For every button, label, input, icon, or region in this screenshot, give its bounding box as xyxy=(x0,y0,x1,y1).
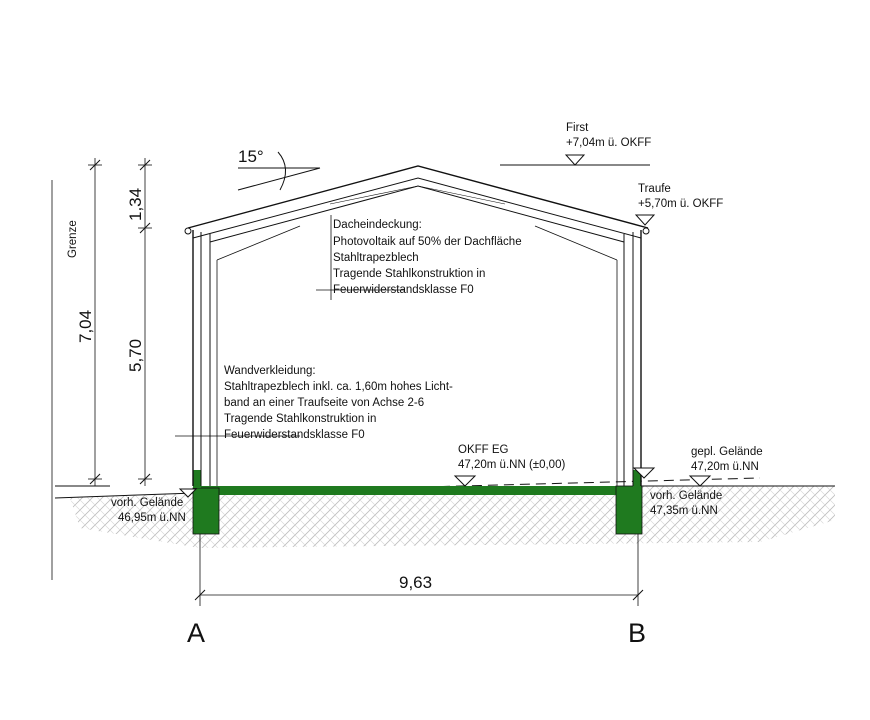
first-level-triangle xyxy=(564,154,586,166)
soil-hatch xyxy=(70,486,835,548)
roof-note: Dacheindeckung: Photovoltaik auf 50% der… xyxy=(333,219,522,296)
haunch-a xyxy=(216,225,301,261)
okff-triangle xyxy=(453,475,477,487)
column-base-a xyxy=(193,470,201,488)
existing-ground-right-value: 47,35m ü.NN xyxy=(650,505,718,517)
traufe-level-triangle xyxy=(634,214,656,226)
roof-inner xyxy=(192,177,642,239)
roof-angle-marker xyxy=(237,151,321,191)
axis-b-label: B xyxy=(628,618,646,648)
eave-height-label: 5,70 xyxy=(126,339,145,372)
traufe-level-value: +5,70m ü. OKFF xyxy=(638,198,723,210)
ridge-tie-b xyxy=(417,185,506,205)
okff-label: OKFF EG xyxy=(458,444,509,456)
first-level-value: +7,04m ü. OKFF xyxy=(566,137,651,149)
wall-note-line: band an einer Traufseite von Achse 2-6 xyxy=(224,397,424,409)
axis-a-label: A xyxy=(187,618,205,648)
planned-ground-label: gepl. Gelände xyxy=(691,446,763,458)
column-base-b xyxy=(633,470,641,488)
wall-note: Wandverkleidung: Stahltrapezblech inkl. … xyxy=(224,365,453,441)
planned-ground-dashed xyxy=(199,477,761,494)
height-dimension-chain xyxy=(51,158,152,580)
okff-value: 47,20m ü.NN (±0,00) xyxy=(458,459,565,471)
foundation-b xyxy=(615,485,643,535)
traufe-level-label: Traufe xyxy=(638,183,671,195)
roof-note-line: Stahltrapezblech xyxy=(333,252,419,264)
first-level-label: First xyxy=(566,122,589,134)
existing-ground-left-value: 46,95m ü.NN xyxy=(118,512,186,524)
roof-note-line: Tragende Stahlkonstruktion in xyxy=(333,268,485,280)
width-dimension xyxy=(194,534,644,606)
gutter-a xyxy=(184,227,192,235)
roof-height-label: 1,34 xyxy=(126,188,145,221)
total-height-label: 7,04 xyxy=(76,310,95,343)
floor-slab xyxy=(193,486,641,495)
wall-note-line: Stahltrapezblech inkl. ca. 1,60m hohes L… xyxy=(224,381,453,393)
foundation-a xyxy=(192,487,220,535)
wall-note-line: Tragende Stahlkonstruktion in xyxy=(224,413,376,425)
width-label: 9,63 xyxy=(399,573,432,592)
existing-ground-triangle-left xyxy=(178,488,198,498)
roof-note-line: Feuerwiderstandsklasse F0 xyxy=(333,284,474,296)
roof-angle-label: 15° xyxy=(238,147,264,166)
ridge-tie-a xyxy=(329,185,419,205)
roof-note-heading: Dacheindeckung: xyxy=(333,219,422,231)
planned-ground-triangle xyxy=(688,475,712,487)
haunch-b xyxy=(534,225,618,261)
existing-ground-right-label: vorh. Gelände xyxy=(650,490,722,502)
planned-ground-value: 47,20m ü.NN xyxy=(691,461,759,473)
planned-ground-triangle-b xyxy=(632,467,656,479)
wall-note-line: Feuerwiderstandsklasse F0 xyxy=(224,429,365,441)
grenze-label: Grenze xyxy=(67,220,79,258)
roof-inner2 xyxy=(209,185,625,243)
existing-ground-left xyxy=(54,492,196,499)
gutter-b xyxy=(642,227,650,235)
roof-outer xyxy=(187,165,649,229)
existing-ground-left-label: vorh. Gelände xyxy=(111,497,183,509)
roof-note-line: Photovoltaik auf 50% der Dachfläche xyxy=(333,236,522,248)
wall-note-heading: Wandverkleidung: xyxy=(224,365,316,377)
